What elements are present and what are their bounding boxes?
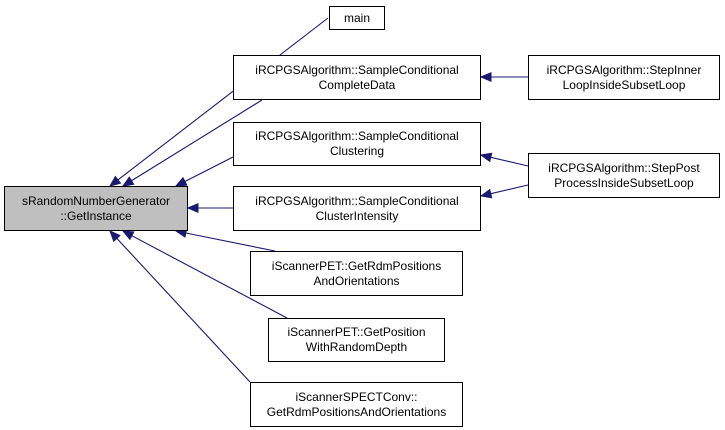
node-scanner-spect-conv-get-rdm-positions[interactable]: iScannerSPECTConv:: GetRdmPositionsAndOr… [250,382,463,427]
edge-arrowhead [109,230,121,243]
edge-line [184,156,234,182]
node-label-line: iScannerSPECTConv:: [295,389,418,404]
edge-pet-depth-to-focus [121,230,288,319]
edge-clustering-to-focus [174,156,234,187]
edge-spect-to-focus [109,230,251,383]
edge-intensity-to-focus [186,203,233,213]
node-sample-conditional-complete-data[interactable]: iRCPGSAlgorithm::SampleConditional Compl… [233,55,481,100]
edge-arrowhead [121,230,135,241]
edge-arrowhead [108,175,122,187]
node-label-line: WithRandomDepth [305,340,408,354]
edge-arrowhead [479,188,493,199]
edge-line [490,156,529,167]
node-label-line: iRCPGSAlgorithm::SampleConditional [255,129,459,143]
node-sample-conditional-clustering[interactable]: iRCPGSAlgorithm::SampleConditional Clust… [233,122,481,166]
node-label-line: sRandomNumberGenerator [21,193,171,208]
node-scanner-pet-get-position-random-depth[interactable]: iScannerPET::GetPosition WithRandomDepth [268,318,445,362]
edge-step-post-to-intensity [479,184,529,199]
edge-line [131,235,288,319]
edge-line [131,99,263,182]
node-label-line: iRCPGSAlgorithm::StepInner [546,62,702,77]
node-label-line: GetRdmPositionsAndOrientations [266,404,447,419]
node-step-inner-loop-inside-subset-loop[interactable]: iRCPGSAlgorithm::StepInner LoopInsideSub… [528,55,720,100]
edge-line [490,184,529,195]
node-label-line: LoopInsideSubsetLoop [562,77,686,92]
edge-line [185,232,276,252]
node-scanner-pet-get-rdm-positions[interactable]: iScannerPET::GetRdmPositions AndOrientat… [250,251,463,296]
node-main[interactable]: main [329,6,385,30]
edge-arrowhead [479,152,493,163]
edge-line [117,17,329,181]
node-label-line: main [343,10,370,25]
node-sample-conditional-cluster-intensity[interactable]: iRCPGSAlgorithm::SampleConditional Clust… [233,186,481,231]
edge-step-inner-to-complete [479,72,528,82]
node-srandomnumbergenerator-getinstance: sRandomNumberGenerator ::GetInstance [4,186,188,231]
node-label-line: AndOrientations [313,273,400,288]
edge-arrowhead [121,176,135,187]
edge-arrowhead [174,176,188,187]
node-label-line: ClusterIntensity [315,208,399,223]
node-label-line: iRCPGSAlgorithm::SampleConditional [255,193,459,208]
edge-line [116,237,251,383]
edge-step-post-to-clustering [479,152,529,167]
node-label-line: ProcessInsideSubsetLoop [554,175,694,190]
node-label-line: iScannerPET::GetPosition [287,325,426,339]
edge-complete-to-focus [121,99,263,187]
edge-main-to-focus [108,17,329,187]
edge-arrowhead [479,72,492,82]
edge-arrowhead [186,203,199,213]
node-label-line: ::GetInstance [60,208,132,223]
node-label-line: iScannerPET::GetRdmPositions [271,258,442,273]
node-step-post-process-inside-subset-loop[interactable]: iRCPGSAlgorithm::StepPost ProcessInsideS… [528,153,720,198]
node-label-line: Clustering [329,144,385,158]
node-label-line: iRCPGSAlgorithm::StepPost [548,160,700,175]
edge-pet-rdm-to-focus [174,228,276,252]
node-label-line: CompleteData [318,77,396,92]
node-label-line: iRCPGSAlgorithm::SampleConditional [255,62,459,77]
